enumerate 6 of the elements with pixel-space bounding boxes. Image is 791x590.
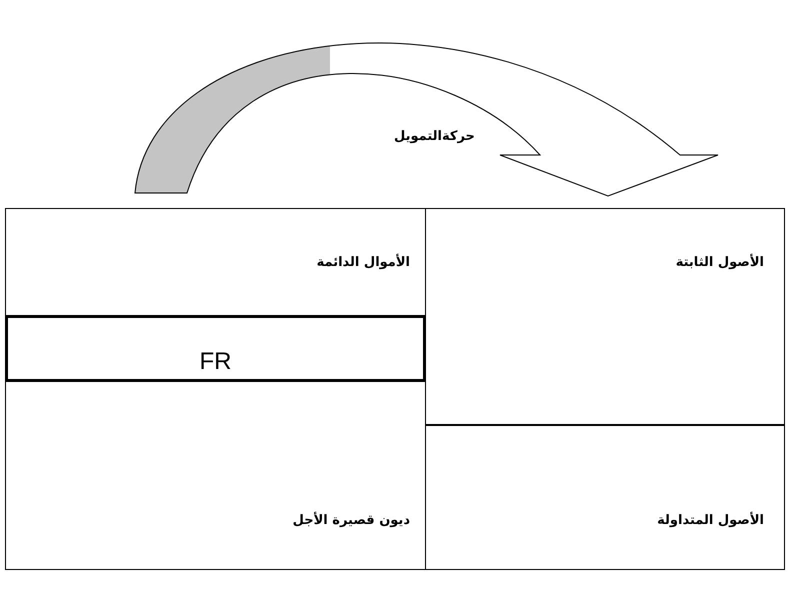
highlighted-box: FR	[5, 315, 426, 382]
table-cell: الأصول المتداولة	[425, 425, 785, 570]
table-cell: الأصول الثابتة	[425, 208, 785, 425]
table-cell: ديون قصيرة الأجل	[5, 381, 426, 570]
arrow-label: حركةالتمويل	[392, 128, 477, 146]
table-cell: الأموال الدائمة	[5, 208, 426, 316]
